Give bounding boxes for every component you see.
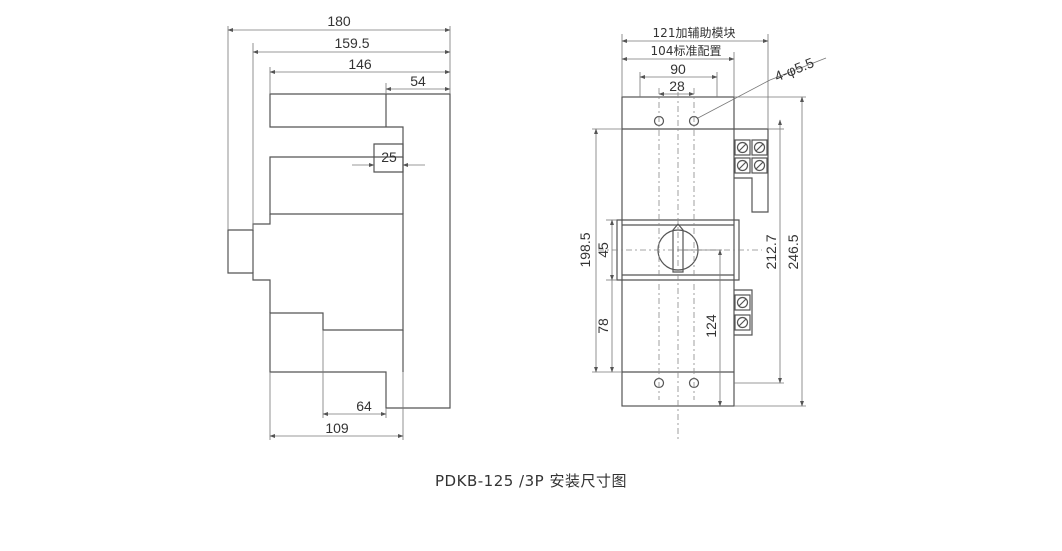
- dim-label-45: 45: [595, 242, 611, 258]
- terminal-screw-icon: [751, 139, 768, 156]
- dim-label-180: 180: [327, 13, 351, 29]
- dim-label-121: 121加辅助模块: [653, 26, 736, 40]
- dim-label-25: 25: [381, 149, 397, 165]
- dim-label-54: 54: [410, 73, 426, 89]
- terminal-screw-icon: [734, 139, 751, 156]
- terminal-screw-icon: [734, 294, 751, 311]
- dim-label-109: 109: [325, 420, 349, 436]
- dim-label-146: 146: [348, 56, 372, 72]
- dim-label-198-5: 198.5: [577, 232, 593, 267]
- dim-label-159-5: 159.5: [334, 35, 369, 51]
- side-view-detail-25: [373, 143, 404, 173]
- side-view: 180 159.5 146 54 25 64 109: [227, 13, 451, 440]
- terminal-screw-icon: [734, 157, 751, 174]
- figure-caption: PDKB-125 /3P 安装尺寸图: [435, 472, 627, 490]
- dim-label-64: 64: [356, 398, 372, 414]
- aux-module-bottom: [734, 289, 753, 336]
- dim-label-124: 124: [703, 314, 719, 338]
- dim-label-28: 28: [669, 78, 685, 94]
- hole-callout: 4-φ5.5: [772, 54, 816, 84]
- dim-label-212-7: 212.7: [763, 234, 779, 269]
- dim-label-90: 90: [670, 61, 686, 77]
- dim-label-78: 78: [595, 318, 611, 334]
- aux-module-top: [734, 128, 769, 213]
- side-view-outline: [269, 93, 451, 409]
- front-view: 121加辅助模块 104标准配置 90 28 4-φ5.5 198.5 45 7…: [577, 26, 827, 442]
- terminal-screw-icon: [751, 157, 768, 174]
- side-view-left-rail: [227, 214, 271, 313]
- terminal-screw-icon: [734, 314, 751, 331]
- dim-label-246-5: 246.5: [785, 234, 801, 269]
- hole-leader: [697, 79, 771, 119]
- rotary-handle-grip: [672, 223, 684, 273]
- dim-label-104: 104标准配置: [651, 44, 722, 58]
- hole-leader-shelf: [769, 57, 827, 81]
- handle-window: [616, 219, 740, 281]
